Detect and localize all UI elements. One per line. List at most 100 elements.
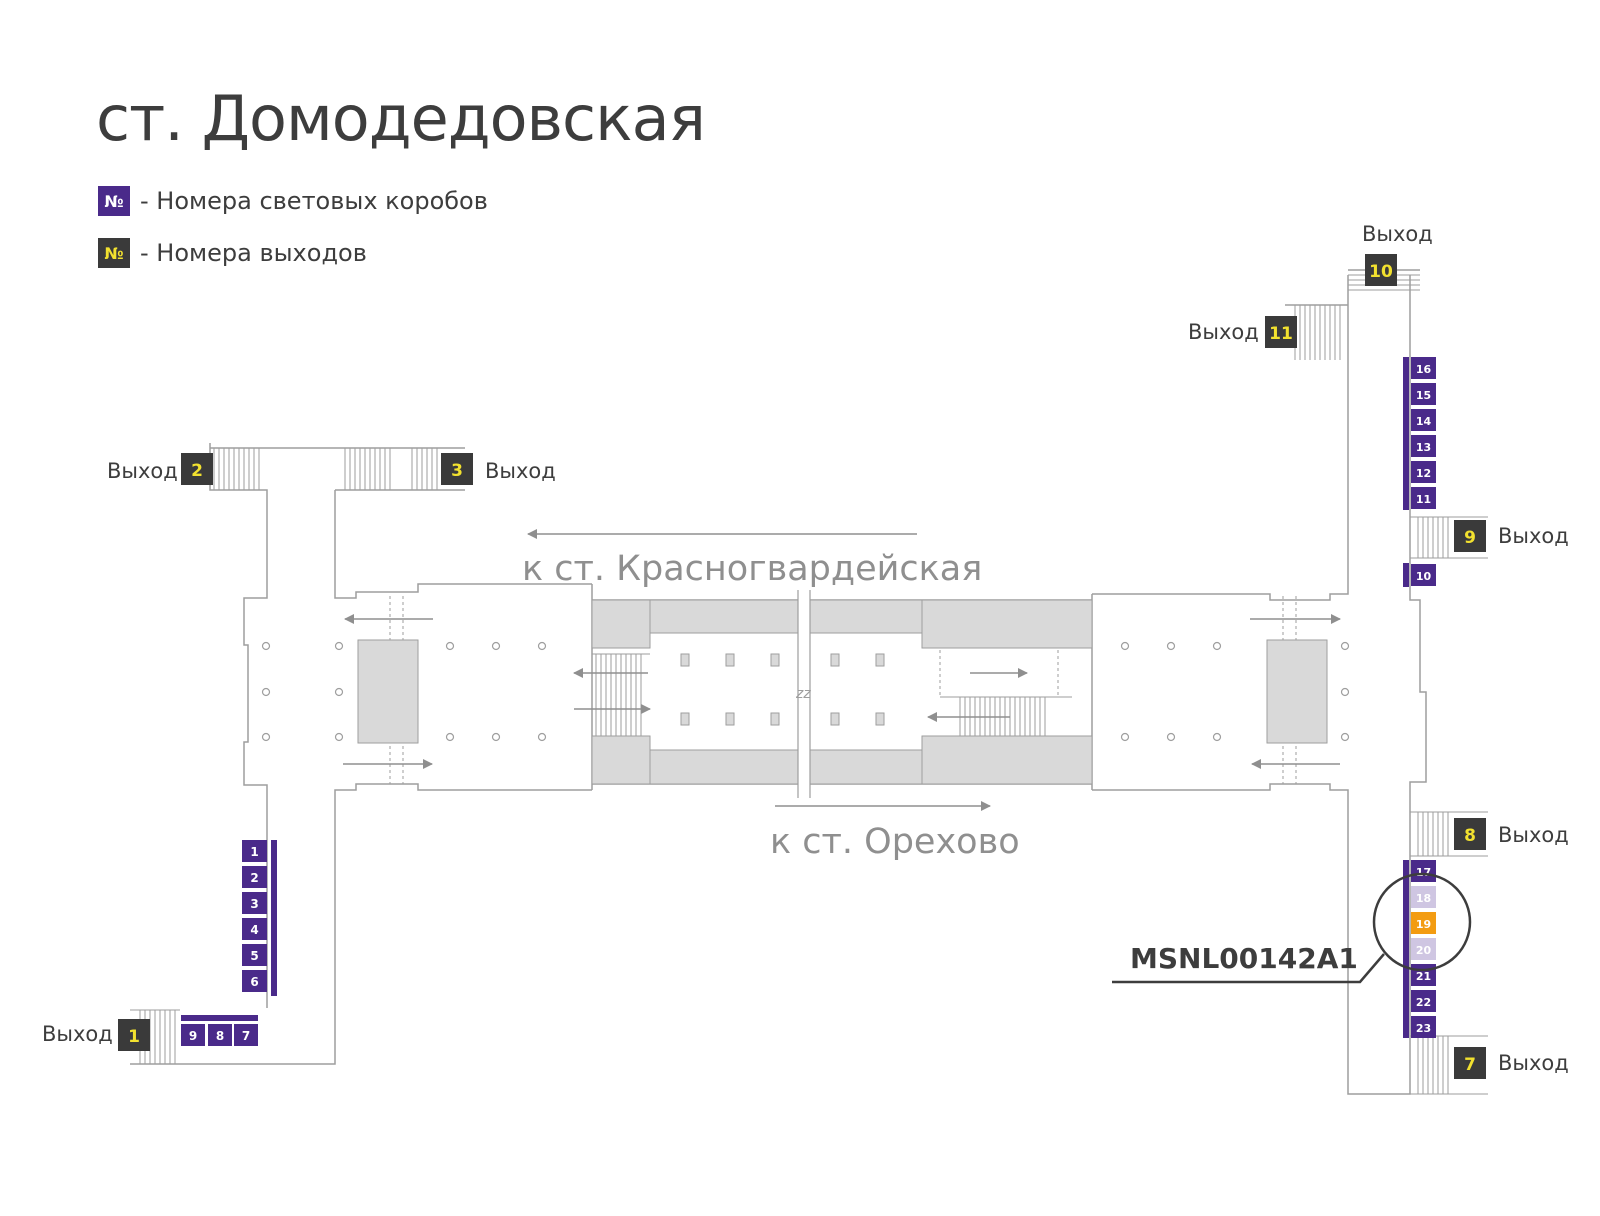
callout: MSNL00142A1	[1112, 872, 1472, 984]
lightbox-23[interactable]: 23	[1411, 1016, 1436, 1038]
svg-text:7: 7	[1464, 1055, 1476, 1075]
lightbox-14[interactable]: 14	[1411, 409, 1436, 431]
left-lobby-block	[357, 639, 419, 744]
lightbox-19-highlighted[interactable]: 19	[1411, 912, 1436, 934]
callout-code: MSNL00142A1	[1130, 942, 1358, 975]
stairs-exit-3	[344, 448, 438, 490]
legend-lightbox-swatch: №	[98, 186, 130, 216]
svg-text:5: 5	[250, 949, 258, 963]
legend-exit-label: - Номера выходов	[140, 239, 367, 267]
lightbox-strips	[181, 357, 1409, 1038]
svg-text:15: 15	[1416, 389, 1431, 402]
lightbox-3[interactable]: 3	[242, 892, 267, 914]
svg-text:17: 17	[1416, 866, 1431, 879]
direction-north-label: к ст. Красногвардейская	[522, 549, 982, 589]
exit-2[interactable]: Выход 2	[107, 453, 213, 485]
lightbox-18[interactable]: 18	[1411, 886, 1436, 908]
lightbox-17[interactable]: 17	[1411, 860, 1436, 882]
lightbox-group-right-lower: 17 18 19 20 21 22 23	[1411, 860, 1436, 1038]
exit-11[interactable]: Выход 11	[1188, 316, 1297, 348]
lightbox-12[interactable]: 12	[1411, 461, 1436, 483]
column-dots	[261, 641, 1350, 742]
columns	[680, 653, 885, 726]
exit-10[interactable]: Выход 10	[1362, 222, 1433, 286]
svg-text:8: 8	[216, 1029, 224, 1043]
right-lobby-top	[1092, 275, 1349, 601]
callout-leader	[1112, 953, 1385, 984]
lightbox-1[interactable]: 1	[242, 840, 267, 862]
exit-9[interactable]: 9 Выход	[1454, 520, 1569, 552]
lightbox-8[interactable]: 8	[208, 1024, 232, 1046]
lightbox-2[interactable]: 2	[242, 866, 267, 888]
svg-text:22: 22	[1416, 996, 1431, 1009]
lightbox-10[interactable]: 10	[1411, 564, 1436, 586]
legend-lightbox: № - Номера световых коробов	[98, 186, 488, 216]
exit-9-label: Выход	[1498, 524, 1569, 548]
exit-markers: Выход 2 3 Выход Выход 1 Выход 10 Выход 1…	[42, 222, 1569, 1079]
svg-text:2: 2	[191, 461, 203, 481]
lightbox-13[interactable]: 13	[1411, 435, 1436, 457]
lightbox-group-left: 1 2 3 4 5 6	[242, 840, 267, 992]
exit-2-label: Выход	[107, 459, 178, 483]
exit-11-label: Выход	[1188, 320, 1259, 344]
callout-circle	[1372, 872, 1472, 972]
stairs-exit-9	[1410, 516, 1488, 559]
lightbox-21[interactable]: 21	[1411, 964, 1436, 986]
lightbox-5[interactable]: 5	[242, 944, 267, 966]
lightbox-7[interactable]: 7	[234, 1024, 258, 1046]
svg-text:13: 13	[1416, 441, 1431, 454]
legend-lightbox-label: - Номера световых коробов	[140, 187, 488, 215]
svg-text:9: 9	[1464, 528, 1476, 548]
svg-text:6: 6	[250, 975, 258, 989]
exit-1[interactable]: Выход 1	[42, 1019, 150, 1051]
platform-top-mid	[649, 599, 923, 634]
legend-exit: № - Номера выходов	[98, 238, 367, 268]
svg-text:14: 14	[1416, 415, 1432, 428]
svg-text:7: 7	[242, 1029, 250, 1043]
stairs-exit-11	[1294, 305, 1341, 360]
lightbox-4[interactable]: 4	[242, 918, 267, 940]
lightbox-11[interactable]: 11	[1411, 487, 1436, 509]
zz-mark: zz	[795, 686, 811, 702]
platform-bottom-right	[921, 735, 1093, 785]
stairs-central-left	[592, 653, 650, 736]
svg-text:9: 9	[189, 1029, 197, 1043]
svg-text:10: 10	[1416, 570, 1432, 583]
exit-7-label: Выход	[1498, 1051, 1569, 1075]
stairs-exit-8	[1410, 811, 1488, 857]
platform-bottom-mid	[649, 749, 923, 785]
exit-8-label: Выход	[1498, 823, 1569, 847]
svg-text:21: 21	[1416, 970, 1431, 983]
exit-8[interactable]: 8 Выход	[1454, 818, 1569, 850]
svg-text:11: 11	[1416, 493, 1431, 506]
exit-7[interactable]: 7 Выход	[1454, 1047, 1569, 1079]
lightbox-20[interactable]: 20	[1411, 938, 1436, 960]
svg-text:2: 2	[250, 871, 258, 885]
svg-text:18: 18	[1416, 892, 1431, 905]
exit-10-label: Выход	[1362, 222, 1433, 246]
stairs-exit-2	[213, 448, 260, 490]
left-wall-inner	[334, 490, 592, 599]
flow-arrows	[343, 529, 1341, 811]
svg-text:20: 20	[1416, 944, 1432, 957]
lightbox-15[interactable]: 15	[1411, 383, 1436, 405]
station-title: ст. Домодедовская	[96, 82, 706, 155]
exit-1-label: Выход	[42, 1022, 113, 1046]
lightbox-16[interactable]: 16	[1411, 357, 1436, 379]
exit-3[interactable]: 3 Выход	[441, 453, 556, 485]
svg-text:23: 23	[1416, 1022, 1431, 1035]
svg-text:19: 19	[1416, 918, 1431, 931]
lightbox-group-bottom: 9 8 7	[181, 1024, 258, 1046]
left-lobby-bottom	[130, 783, 592, 1065]
stairs	[130, 269, 1488, 1095]
svg-text:8: 8	[1464, 826, 1476, 846]
lightbox-22[interactable]: 22	[1411, 990, 1436, 1012]
right-lobby-block	[1266, 639, 1328, 744]
direction-south-label: к ст. Орехово	[770, 822, 1020, 862]
svg-text:1: 1	[250, 845, 258, 859]
svg-text:4: 4	[250, 923, 258, 937]
svg-text:16: 16	[1416, 363, 1432, 376]
lightbox-6[interactable]: 6	[242, 970, 267, 992]
legend-exit-swatch: №	[98, 238, 130, 268]
lightbox-9[interactable]: 9	[181, 1024, 205, 1046]
